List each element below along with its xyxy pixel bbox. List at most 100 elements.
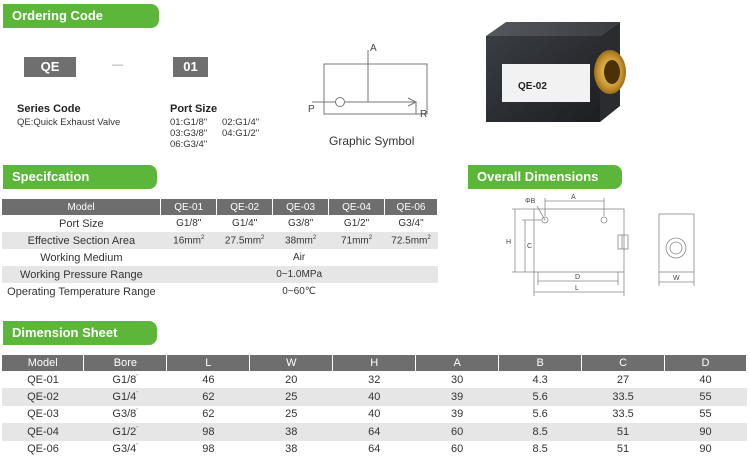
inch-mark: " — [136, 408, 139, 415]
cell-text: 51 — [616, 425, 630, 438]
spec-header-row: Model QE-01 QE-02 QE-03 QE-04 QE-06 — [2, 199, 438, 215]
cell-text: 40 — [368, 408, 381, 421]
cell-text: 40 — [368, 391, 381, 404]
spec-cell: 71mm2 — [328, 232, 385, 249]
cell-text: G1/8 — [112, 373, 137, 386]
table-cell: QE-04 — [2, 423, 84, 441]
table-cell: G3/4" — [84, 441, 167, 458]
dim-header-row: Model Bore L W H A B C D — [2, 355, 747, 371]
cell-text: QE-01 — [27, 373, 59, 386]
cell-text: 8.5 — [532, 425, 548, 438]
dim-header-a: A — [415, 355, 500, 371]
symbol-port-r: R — [420, 109, 427, 120]
spec-cell: G1/8" — [176, 218, 202, 229]
cell-text: 62 — [202, 408, 215, 421]
area-sup: 2 — [312, 234, 317, 241]
dim-header-h: H — [332, 355, 417, 371]
table-cell: 27 — [582, 371, 665, 388]
area-value: 71mm — [340, 235, 369, 247]
dim-header-model: Model — [2, 355, 85, 371]
table-cell: 60 — [415, 423, 499, 441]
dim-header-w: W — [249, 355, 334, 371]
area-sup: 2 — [200, 234, 205, 241]
ordering-code-tab: Ordering Code — [3, 4, 159, 28]
dim-label-w: W — [673, 275, 680, 282]
cell-text: 25 — [285, 391, 298, 404]
table-cell: 60 — [416, 441, 499, 458]
cell-text: 5.6 — [532, 391, 548, 404]
inch-mark: " — [136, 374, 139, 381]
cell-text: 33.5 — [612, 391, 634, 404]
spec-header-qe06: QE-06 — [384, 199, 438, 215]
cell-text: 51 — [616, 443, 630, 456]
table-cell: 55 — [665, 406, 747, 423]
table-cell: 39 — [415, 388, 499, 406]
specification-tab: Specifcation — [3, 165, 157, 189]
cell-text: 98 — [202, 443, 215, 456]
table-cell: 46 — [167, 371, 250, 388]
area-value: 72.5mm — [391, 235, 428, 247]
table-cell: 62 — [167, 406, 250, 423]
graphic-symbol-label: Graphic Symbol — [329, 134, 415, 148]
cell-text: 55 — [699, 408, 712, 421]
table-cell: QE-01 — [2, 371, 84, 388]
spec-cell: 27.5mm2 — [216, 232, 273, 249]
dim-label-c: C — [527, 243, 532, 250]
table-cell: G1/2" — [83, 423, 167, 441]
table-cell: 5.6 — [499, 406, 582, 423]
cell-text: 39 — [451, 408, 464, 421]
cell-text: G1/4 — [112, 391, 137, 404]
cell-text: 5.6 — [532, 408, 548, 421]
table-cell: 55 — [664, 388, 747, 406]
product-label: QE-02 — [518, 81, 547, 92]
spec-label: Effective Section Area — [2, 232, 161, 249]
cell-text: 4.3 — [532, 373, 548, 386]
spec-header-qe03: QE-03 — [272, 199, 330, 215]
table-cell: G1/8" — [84, 371, 167, 388]
cell-text: 64 — [368, 443, 381, 456]
table-cell: 62 — [166, 388, 250, 406]
table-cell: 20 — [250, 371, 333, 388]
spec-header-qe02: QE-02 — [216, 199, 274, 215]
cell-text: 90 — [699, 425, 712, 438]
cell-text: 8.5 — [532, 443, 548, 456]
table-cell: QE-02 — [2, 388, 84, 406]
table-cell: 40 — [332, 388, 416, 406]
graphic-symbol-diagram: A P R — [308, 43, 428, 120]
spec-cell: G3/8" — [287, 218, 314, 229]
cell-text: 30 — [451, 373, 464, 386]
area-value: 38mm — [285, 235, 313, 247]
cell-text: G1/2 — [112, 425, 137, 438]
port-size-label: Port Size — [170, 103, 218, 115]
spec-cell: 72.5mm2 — [384, 232, 438, 249]
cell-text: QE-06 — [27, 443, 59, 456]
table-cell: G3/8" — [84, 406, 167, 423]
dim-header-b: B — [498, 355, 583, 371]
spec-header-qe01: QE-01 — [160, 199, 218, 215]
table-cell: 64 — [332, 423, 416, 441]
area-sup: 2 — [368, 234, 373, 241]
spec-row-medium: Working Medium Air — [2, 249, 438, 266]
port-option-06: 06:G3/4" — [170, 139, 208, 150]
table-cell: 30 — [416, 371, 499, 388]
table-cell: QE-03 — [2, 406, 84, 423]
cell-text: 46 — [202, 373, 215, 386]
table-cell: 40 — [665, 371, 747, 388]
spec-cell: 38mm2 — [272, 232, 329, 249]
table-cell: 64 — [333, 441, 416, 458]
spec-header-model: Model — [2, 199, 162, 215]
dim-label-l: L — [575, 285, 579, 292]
table-cell: 25 — [250, 406, 333, 423]
table-cell: G1/4" — [83, 388, 167, 406]
table-cell: 51 — [581, 423, 665, 441]
specification-table: Model QE-01 QE-02 QE-03 QE-04 QE-06 Port… — [2, 199, 438, 300]
area-sup: 2 — [261, 234, 265, 241]
table-cell: 51 — [582, 441, 665, 458]
cell-text: QE-03 — [27, 408, 59, 421]
spec-label: Port Size — [59, 217, 104, 230]
code-dash: — — [112, 59, 123, 71]
spec-label: Working Pressure Range — [2, 266, 161, 283]
